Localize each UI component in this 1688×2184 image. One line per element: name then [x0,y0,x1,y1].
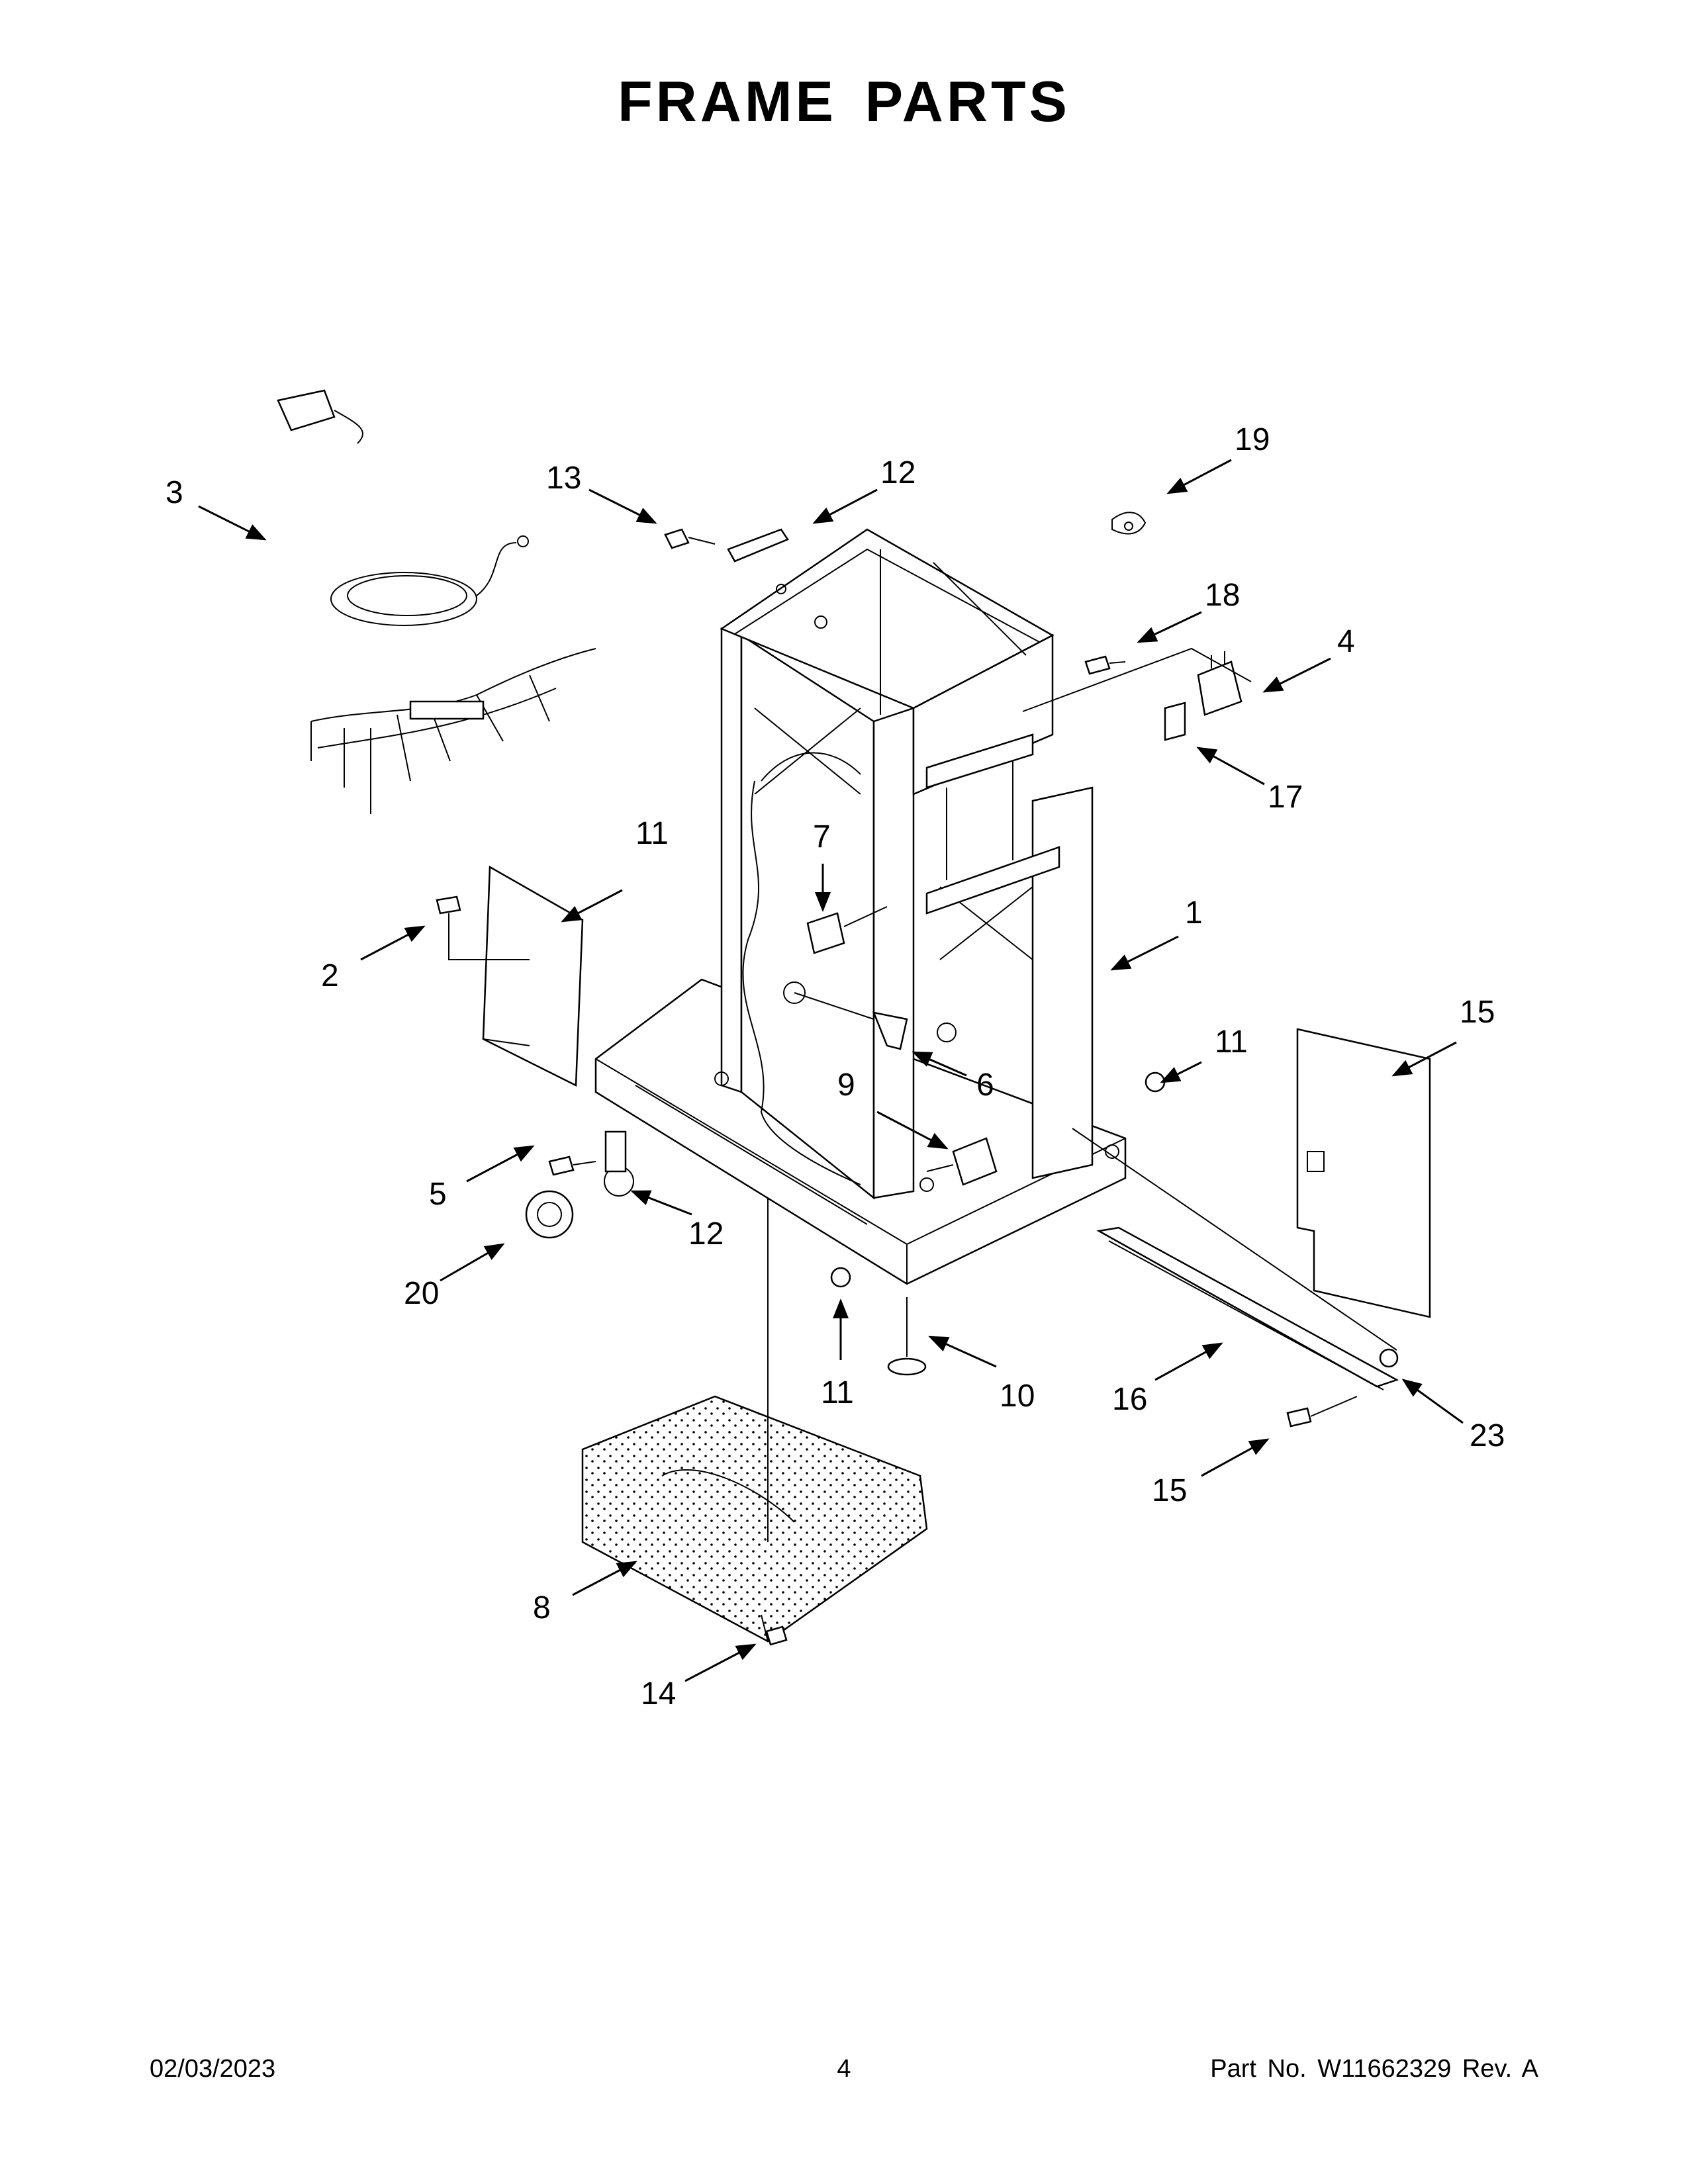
main-frame [594,528,1127,1285]
callout-16: 15 [1460,995,1495,1030]
callout-6: 6 [976,1068,994,1103]
callout-18: 16 [1112,1382,1147,1417]
callout-15-bottom: 14 [641,1676,676,1711]
callout-20: 18 [1205,578,1240,613]
footer-part-number: Part No. W11662329 Rev. A [1210,2055,1538,2083]
callout-15-top: 13 [546,461,581,496]
connector-7 [806,906,888,954]
bracket-19 [1164,702,1186,741]
callout-labels: 3 13 12 19 18 4 17 11 2 7 1 15 11 6 9 5 … [165,422,1505,1711]
rail-18 [1096,1226,1399,1390]
screw-2 [436,895,530,960]
caster-13 [604,1130,634,1197]
callout-23: 23 [1470,1418,1505,1453]
screw-20 [1084,655,1126,675]
callout-7: 7 [813,819,831,854]
rear-panel-16 [1296,1028,1431,1318]
power-cord-and-wire-harness [277,389,596,814]
cover-12 [482,865,584,1087]
base-pan-8 [581,1198,928,1643]
footer-date: 02/03/2023 [150,2055,276,2083]
callout-14: 12 [880,455,915,490]
bracket-14 [727,528,789,563]
nut-23 [1072,1128,1399,1368]
grommet-6 [794,992,908,1050]
clip-21 [1111,512,1147,535]
callout-10: 10 [1000,1379,1035,1414]
screw-17 [1286,1396,1358,1428]
callout-13: 12 [688,1216,724,1251]
callout-11-bottom: 11 [821,1375,854,1410]
valve-9 [926,1137,998,1186]
callout-9: 9 [837,1068,855,1103]
callout-5: 5 [429,1177,447,1212]
callout-11-right: 11 [1215,1024,1248,1060]
footer-page-number: 4 [837,2055,851,2083]
callout-22: 20 [404,1276,439,1311]
callout-4: 4 [1337,624,1355,659]
callout-2: 2 [321,958,339,993]
callout-leaders [198,459,1464,1682]
callout-8: 8 [533,1590,551,1625]
screw-15-top [664,528,716,549]
page-title: FRAME PARTS [618,70,1070,134]
callout-3: 3 [165,475,183,510]
screw-5 [548,1156,596,1176]
nut-11-bottom [830,1267,851,1288]
wheel-22 [525,1190,574,1239]
screw-15-bottom [765,1625,788,1646]
nut-11-right [1145,1071,1166,1093]
switch-4 [1197,651,1243,716]
callout-1: 1 [1185,895,1203,931]
callout-21: 19 [1235,422,1270,457]
callout-19: 17 [1268,780,1303,815]
callout-17: 15 [1152,1473,1187,1508]
leveling-leg-10 [887,1297,927,1376]
callout-12: 11 [635,816,669,851]
